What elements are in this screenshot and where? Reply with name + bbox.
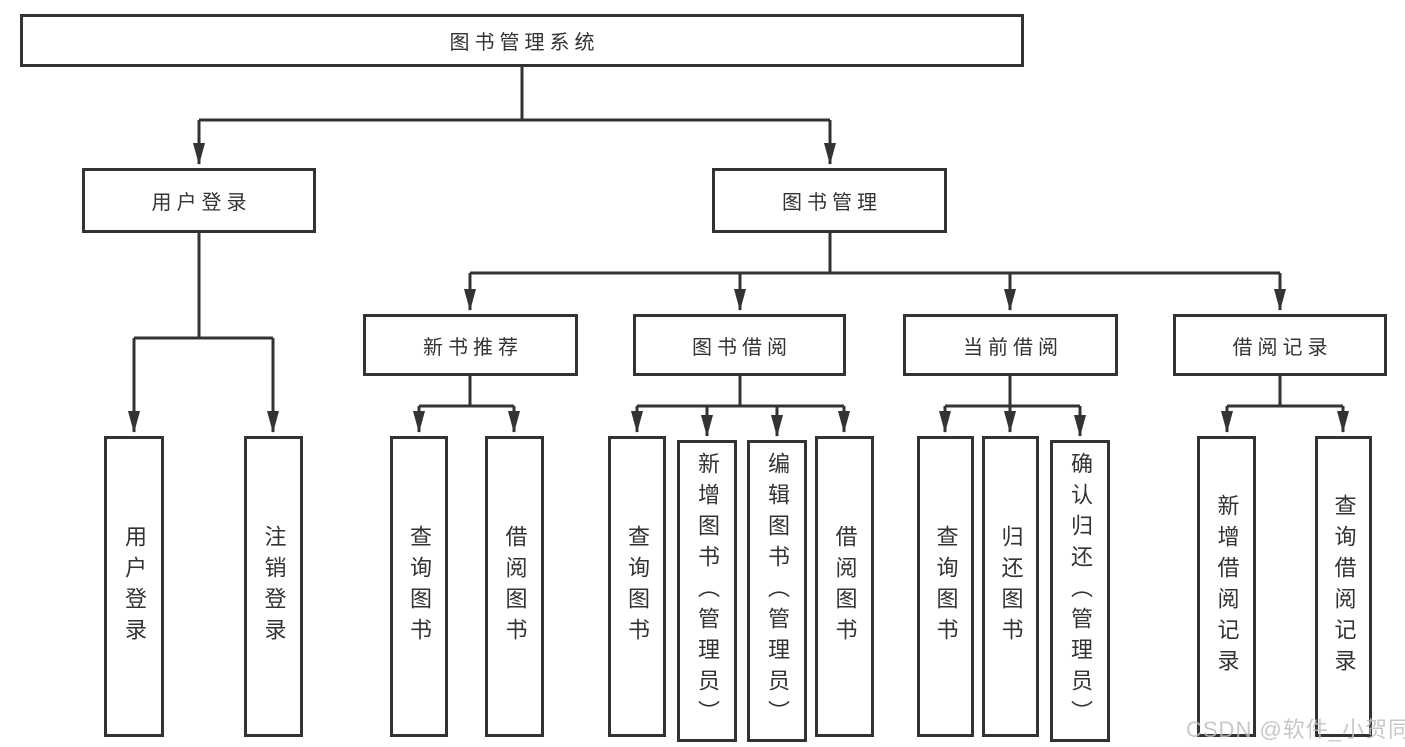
node-borrow-records: 借阅记录 — [1173, 314, 1387, 376]
node-root-system: 图书管理系统 — [20, 14, 1024, 67]
leaf-query-books-1: 查询图书 — [390, 436, 448, 737]
node-label: 当前借阅 — [963, 336, 1063, 359]
node-label: 图书管理 — [782, 192, 882, 214]
node-label: 用户登录 — [151, 192, 252, 214]
leaf-logout-login: 注销登录 — [244, 436, 303, 737]
leaf-label: 归还图书 — [998, 524, 1024, 649]
node-book-management: 图书管理 — [712, 168, 947, 233]
watermark: CSDN @软件_小贺同学 — [1186, 717, 1405, 742]
leaf-label: 编辑图书（管理员） — [765, 451, 790, 731]
leaf-edit-book-admin: 编辑图书（管理员） — [747, 440, 807, 742]
leaf-borrow-books-2: 借阅图书 — [815, 436, 874, 737]
leaf-label: 借阅图书 — [502, 524, 528, 649]
node-book-borrowing: 图书借阅 — [633, 314, 846, 376]
leaf-return-book: 归还图书 — [982, 436, 1039, 737]
leaf-query-books-2: 查询图书 — [608, 436, 666, 737]
leaf-label: 确认归还（管理员） — [1068, 451, 1093, 731]
leaf-label: 新增图书（管理员） — [695, 451, 720, 731]
leaf-borrow-books-1: 借阅图书 — [485, 436, 544, 737]
node-label: 新书推荐 — [423, 336, 523, 359]
leaf-label: 查询图书 — [933, 524, 959, 649]
leaf-label: 注销登录 — [261, 524, 287, 649]
leaf-confirm-return-admin: 确认归还（管理员） — [1050, 440, 1110, 742]
connector-skeleton — [134, 66, 1343, 408]
leaf-label: 查询图书 — [407, 524, 432, 649]
node-new-book-recommend: 新书推荐 — [363, 314, 578, 376]
node-label: 图书借阅 — [692, 336, 792, 359]
leaf-add-book-admin: 新增图书（管理员） — [677, 440, 737, 742]
node-label: 借阅记录 — [1232, 336, 1333, 359]
leaf-query-books-3: 查询图书 — [917, 436, 974, 737]
leaf-label: 查询图书 — [625, 524, 650, 649]
leaf-label: 用户登录 — [122, 524, 147, 649]
leaf-label: 查询借阅记录 — [1331, 493, 1357, 680]
leaf-label: 新增借阅记录 — [1214, 493, 1240, 680]
leaf-label: 借阅图书 — [832, 524, 858, 649]
node-user-login-branch: 用户登录 — [82, 168, 316, 233]
node-root-label: 图书管理系统 — [449, 32, 600, 54]
node-current-borrowing: 当前借阅 — [903, 314, 1118, 376]
leaf-user-login: 用户登录 — [104, 436, 164, 737]
leaf-query-borrow-record: 查询借阅记录 — [1315, 436, 1372, 737]
leaf-add-borrow-record: 新增借阅记录 — [1197, 436, 1256, 737]
